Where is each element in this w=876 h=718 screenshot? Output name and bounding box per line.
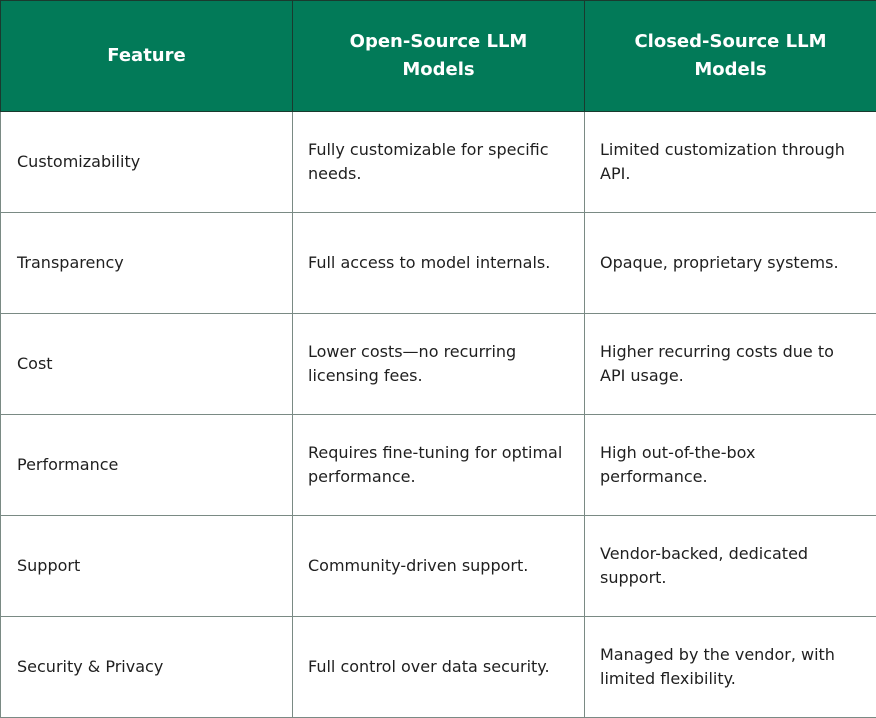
header-feature: Feature — [1, 1, 293, 112]
header-closed-source: Closed-Source LLM Models — [585, 1, 876, 112]
row-closed-source-cell: High out-of-the-box performance. — [585, 415, 876, 516]
row-feature-cell: Customizability — [1, 112, 293, 213]
table-row: Customizability Fully customizable for s… — [1, 112, 876, 213]
row-feature-cell: Cost — [1, 314, 293, 415]
table-body: Customizability Fully customizable for s… — [1, 112, 876, 718]
table-row: Support Community-driven support. Vendor… — [1, 516, 876, 617]
row-closed-source-cell: Managed by the vendor, with limited flex… — [585, 617, 876, 718]
row-open-source-cell: Fully customizable for specific needs. — [293, 112, 585, 213]
header-row: Feature Open-Source LLM Models Closed-So… — [1, 1, 876, 112]
row-feature-cell: Support — [1, 516, 293, 617]
header-open-source: Open-Source LLM Models — [293, 1, 585, 112]
row-open-source-cell: Requires fine-tuning for optimal perform… — [293, 415, 585, 516]
table-row: Performance Requires fine-tuning for opt… — [1, 415, 876, 516]
table-row: Transparency Full access to model intern… — [1, 213, 876, 314]
row-closed-source-cell: Higher recurring costs due to API usage. — [585, 314, 876, 415]
table-row: Cost Lower costs—no recurring licensing … — [1, 314, 876, 415]
row-open-source-cell: Community-driven support. — [293, 516, 585, 617]
row-open-source-cell: Lower costs—no recurring licensing fees. — [293, 314, 585, 415]
row-closed-source-cell: Vendor-backed, dedicated support. — [585, 516, 876, 617]
row-open-source-cell: Full access to model internals. — [293, 213, 585, 314]
row-closed-source-cell: Limited customization through API. — [585, 112, 876, 213]
table-header: Feature Open-Source LLM Models Closed-So… — [1, 1, 876, 112]
row-open-source-cell: Full control over data security. — [293, 617, 585, 718]
table-row: Security & Privacy Full control over dat… — [1, 617, 876, 718]
row-feature-cell: Security & Privacy — [1, 617, 293, 718]
row-feature-cell: Performance — [1, 415, 293, 516]
row-feature-cell: Transparency — [1, 213, 293, 314]
row-closed-source-cell: Opaque, proprietary systems. — [585, 213, 876, 314]
